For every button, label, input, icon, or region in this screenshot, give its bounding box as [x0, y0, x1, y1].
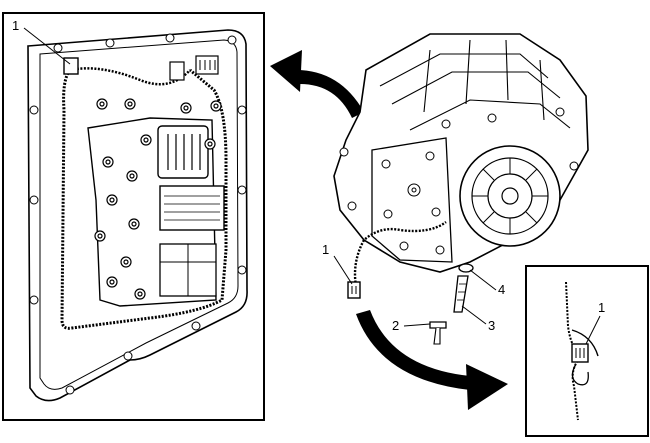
- cover-bolt-holes: [29, 33, 247, 395]
- left-wiring-harness: [60, 68, 228, 330]
- harness-connector: [347, 281, 361, 299]
- solenoid-block: [157, 125, 209, 179]
- retaining-bracket: [453, 275, 469, 313]
- valve-body-plate: [87, 117, 217, 307]
- arrow-to-left-panel: [270, 50, 364, 118]
- harness-connector-mid: [169, 61, 185, 81]
- harness-connector-right: [195, 55, 219, 75]
- right-detail-panel: 1: [525, 265, 649, 437]
- main-callout-2: 2: [392, 318, 399, 333]
- left-panel-callout-1: 1: [12, 18, 19, 33]
- transmission-assembly: [333, 33, 589, 345]
- valve-body-cover-outline: [27, 29, 248, 402]
- main-callout-1: 1: [322, 242, 329, 257]
- main-wiring-harness: [353, 221, 447, 287]
- retaining-bolt: [429, 321, 447, 329]
- side-cover: [371, 137, 453, 263]
- main-callouts: [333, 255, 497, 327]
- right-panel-callout-leader: [585, 315, 601, 345]
- main-callout-4: 4: [498, 282, 505, 297]
- screen-element: [159, 185, 225, 231]
- valve-body-bolts: [94, 98, 222, 300]
- left-panel-frame: [2, 12, 265, 421]
- left-detail-panel: 1: [2, 12, 265, 421]
- right-panel-callout-1: 1: [598, 300, 605, 315]
- seal-ring: [458, 263, 474, 273]
- arrow-to-right-panel: [356, 310, 508, 410]
- main-callout-3: 3: [488, 318, 495, 333]
- left-panel-callout-leader: [23, 27, 71, 65]
